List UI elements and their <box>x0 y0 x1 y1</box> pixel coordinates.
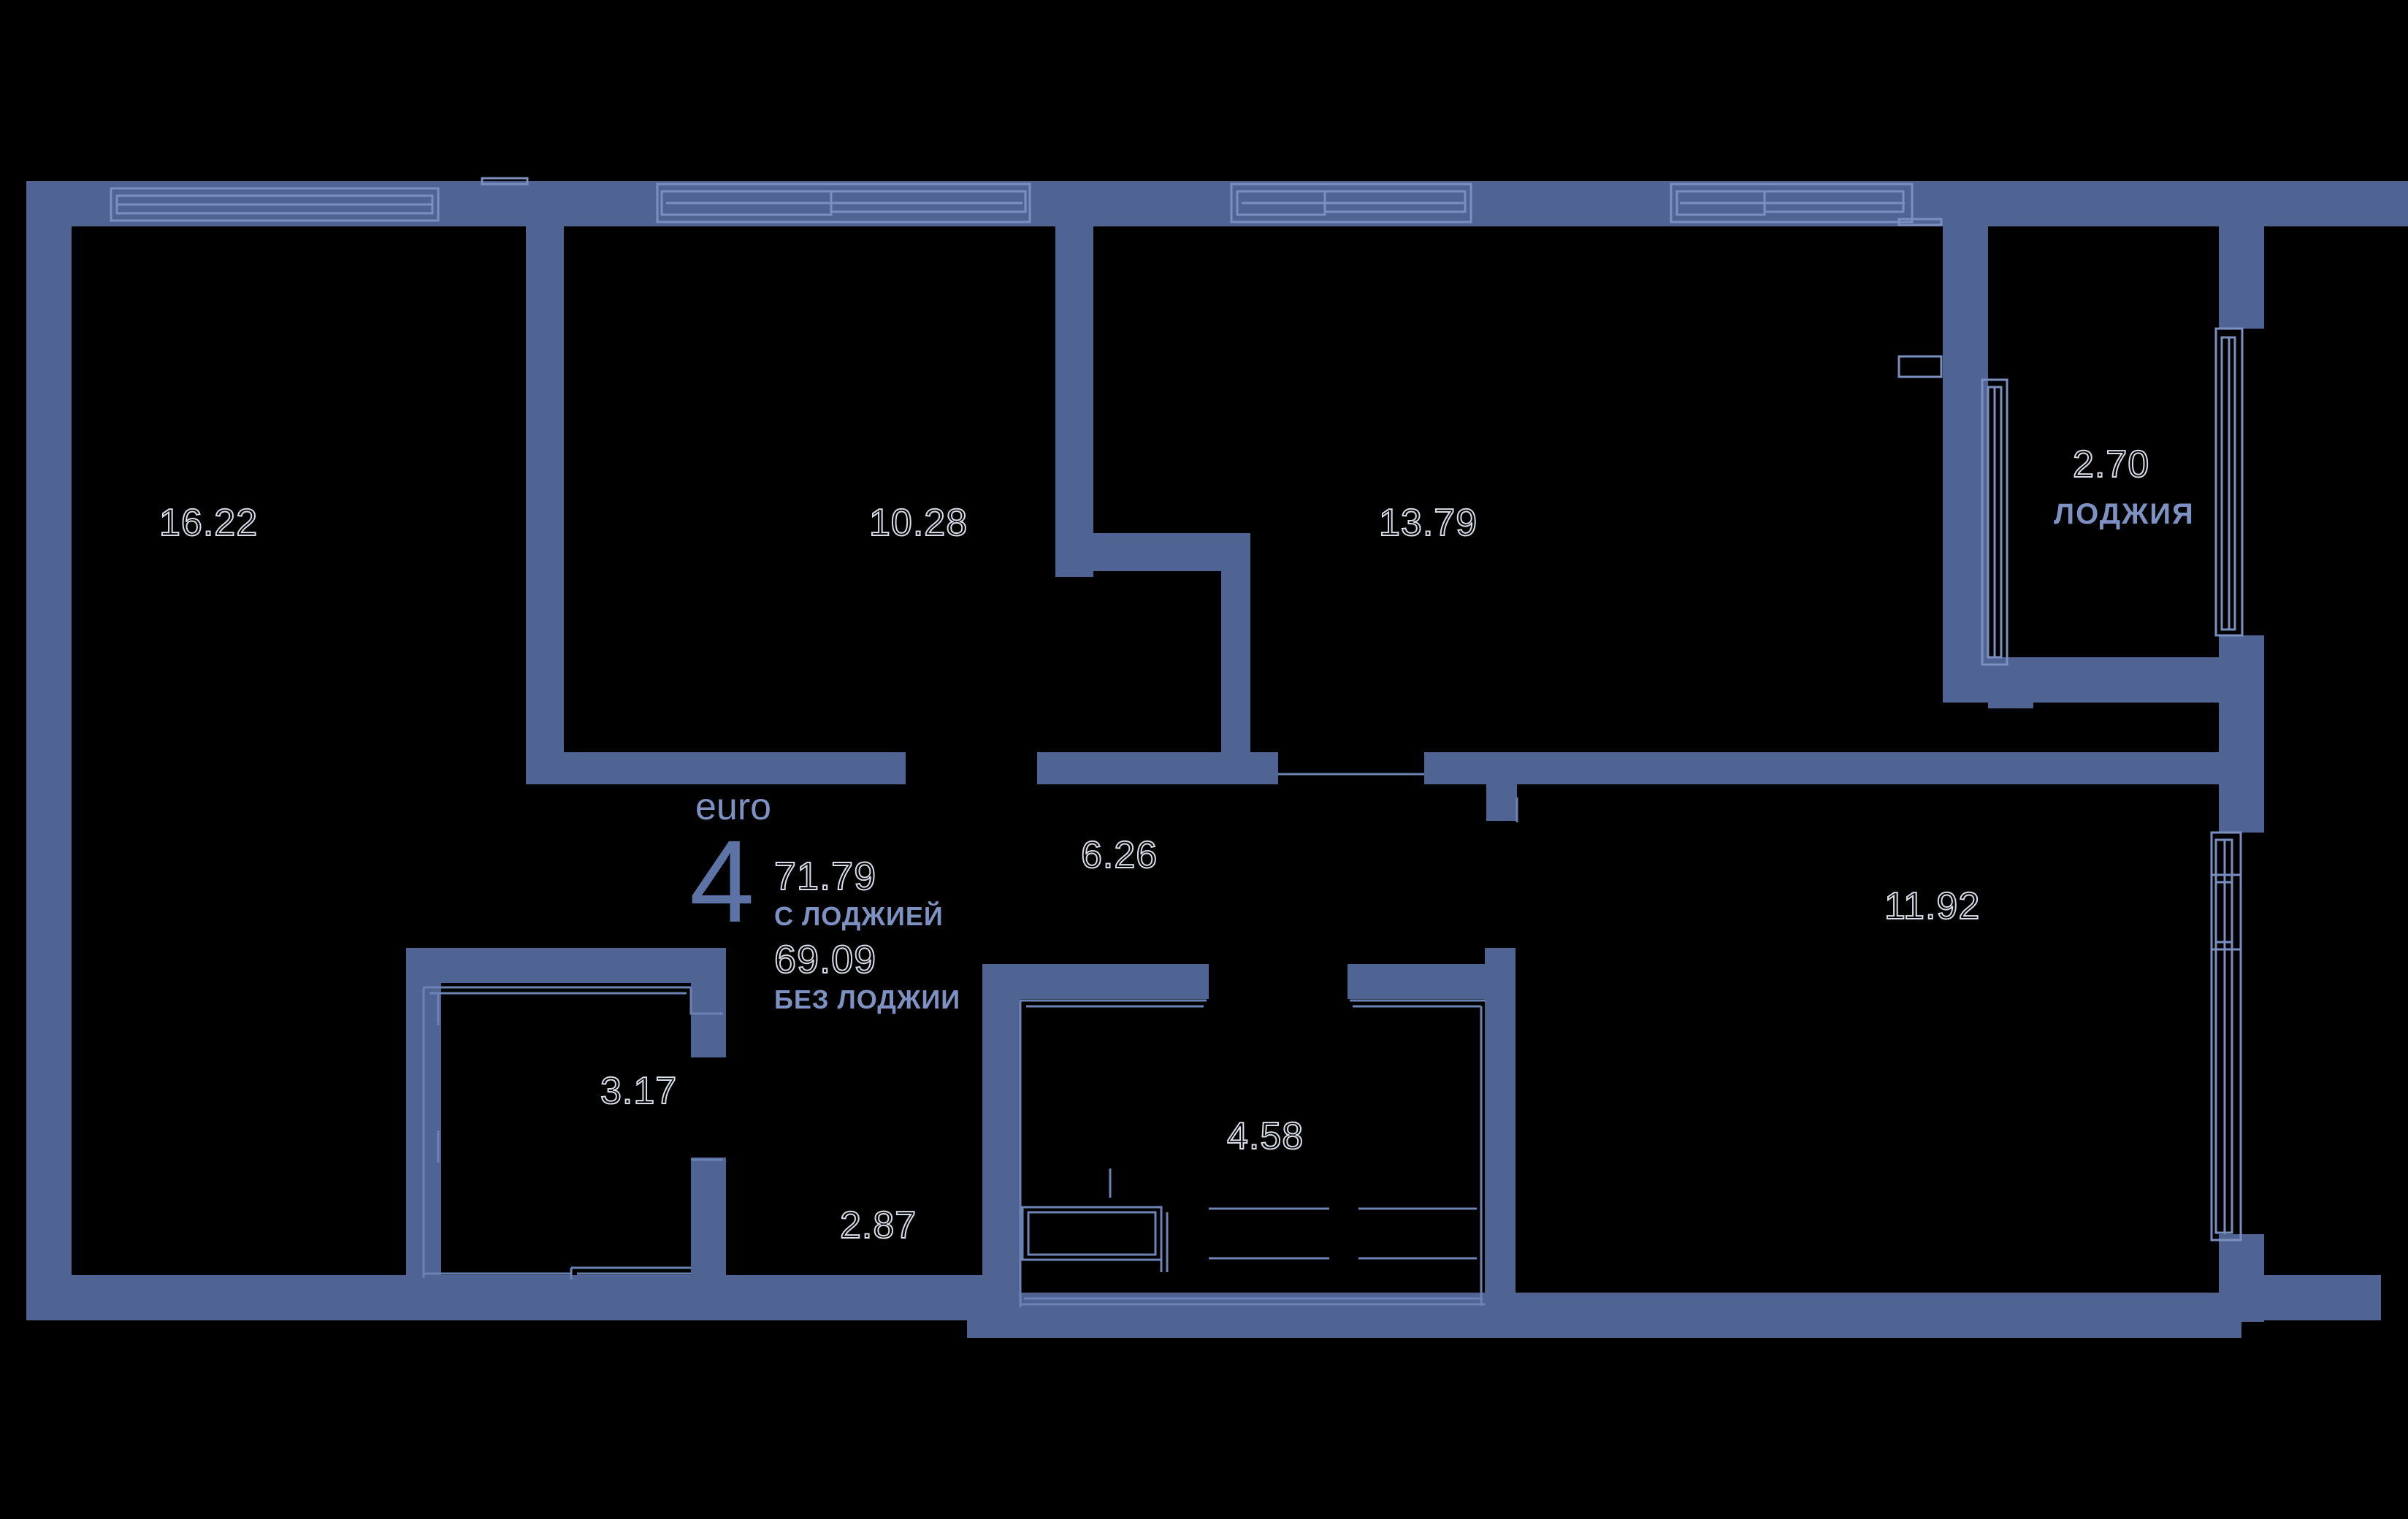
window-loggia-left <box>1981 378 2008 666</box>
window-top-1 <box>110 187 440 222</box>
door-group <box>422 177 1943 1307</box>
wall-interior-h3 <box>1424 752 2220 784</box>
wall-bath-right-lower <box>691 1158 726 1296</box>
fixture-bath-458 <box>1209 1207 1477 1260</box>
room-area-3-17: 3.17 <box>600 1070 678 1112</box>
wall-interior-h1 <box>526 752 906 784</box>
door-bath-458 <box>1019 999 1486 1307</box>
door-notch-loggia <box>1897 218 1943 378</box>
room-area-13-79: 13.79 <box>1378 502 1478 544</box>
wall-right-a <box>2219 226 2264 329</box>
area-with-loggia: 71.79 <box>773 854 877 898</box>
wall-bath-right-upper <box>691 948 726 1057</box>
loggia-label: ЛОДЖИЯ <box>2054 498 2195 530</box>
door-notch-top <box>481 177 529 185</box>
room-area-16-22: 16.22 <box>158 502 259 544</box>
wall-right-b <box>2219 635 2264 752</box>
wall-right-d <box>2219 1234 2264 1322</box>
window-top-4 <box>1670 183 1914 223</box>
doorway-marks <box>1278 773 1518 822</box>
wall-bottom-center <box>967 1293 2241 1338</box>
wall-interior-v2 <box>1055 226 1093 577</box>
wall-loggia-left-upper <box>1943 226 1988 380</box>
wall-interior-v3 <box>1221 533 1250 752</box>
wall-bath-top-nub <box>514 948 558 968</box>
wall-interior-v1 <box>526 226 564 752</box>
loggia-area: 2.70 <box>2072 443 2150 486</box>
wall-bath2-bottom-left-nub <box>967 1275 996 1320</box>
room-area-6-26: 6.26 <box>1080 834 1158 876</box>
wall-bath-top <box>406 948 726 983</box>
window-top-2 <box>656 183 1031 223</box>
window-right-lower <box>2210 831 2242 1241</box>
room-area-11-92: 11.92 <box>1884 885 1981 927</box>
wall-interior-nub1 <box>1486 784 1517 821</box>
area-without-loggia: 69.09 <box>773 938 877 982</box>
room-area-10-28: 10.28 <box>868 502 968 544</box>
wall-top-seg2 <box>438 181 649 226</box>
layout-type-label: euro <box>695 786 772 828</box>
wall-top-right <box>1943 181 2408 226</box>
wall-bath2-left <box>982 964 1020 1307</box>
wall-group <box>26 181 2408 1338</box>
wall-bath2-right <box>1485 948 1515 1313</box>
wall-loggia-left-lower <box>1943 380 1988 701</box>
room-area-4-58: 4.58 <box>1226 1115 1304 1158</box>
apartment-summary: euro 4 71.79 С ЛОДЖИЕЙ 69.09 БЕЗ ЛОДЖИИ <box>689 785 1002 1013</box>
door-bath-317 <box>422 986 723 1279</box>
room-area-2-87: 2.87 <box>839 1204 917 1247</box>
window-top-3 <box>1230 183 1472 223</box>
wall-left-outer <box>26 181 72 1320</box>
area-without-loggia-label: БЕЗ ЛОДЖИИ <box>774 984 961 1014</box>
window-loggia-right <box>2214 327 2244 637</box>
wall-interior-step <box>1055 533 1245 571</box>
wall-right-c <box>2219 752 2264 833</box>
area-with-loggia-label: С ЛОДЖИЕЙ <box>774 901 944 931</box>
wall-loggia-nub <box>1988 657 2033 708</box>
rooms-count: 4 <box>689 816 754 946</box>
wall-top-seg7 <box>1475 181 1687 226</box>
wall-top-seg4 <box>1037 181 1218 226</box>
wall-right-corner-top <box>2219 181 2264 226</box>
wall-bath2-top-left <box>982 964 1209 999</box>
wall-bottom-left <box>26 1275 982 1320</box>
window-group <box>110 183 2244 1241</box>
wall-interior-h2 <box>1037 752 1278 784</box>
fixture-wc <box>1021 1206 1169 1272</box>
